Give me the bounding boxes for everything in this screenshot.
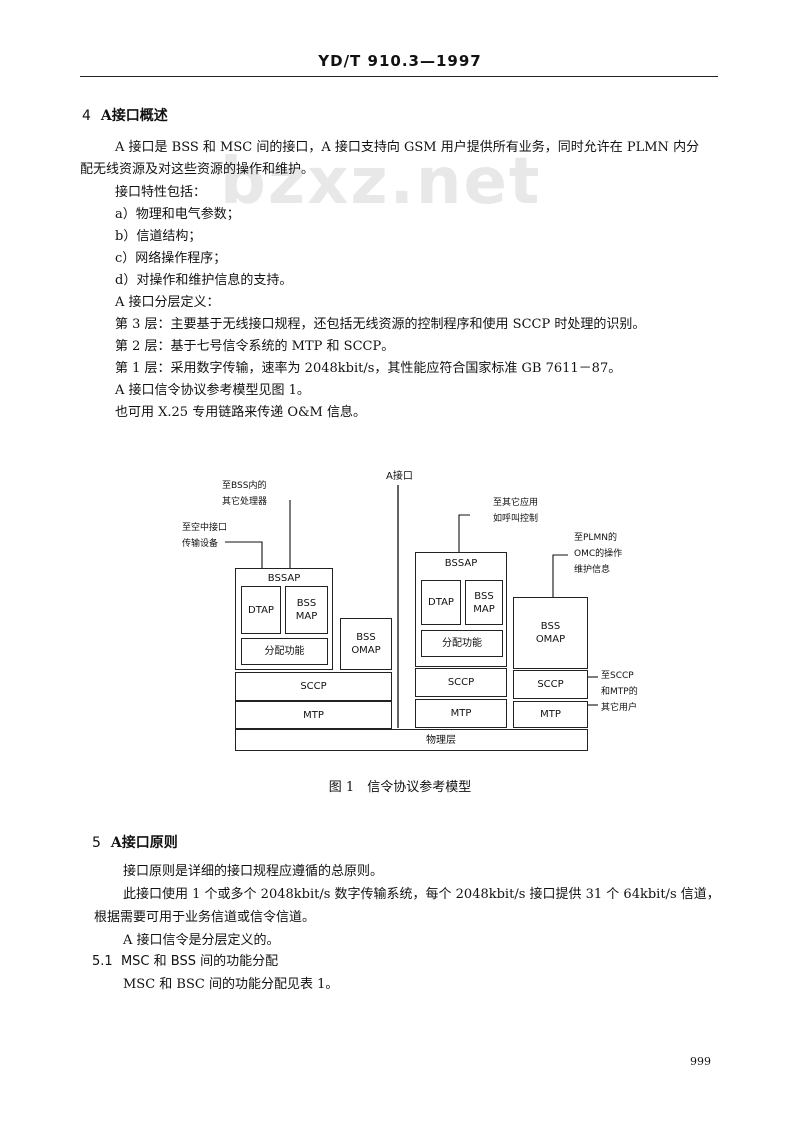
right-note-1: 至其它应用 如呼叫控制 (493, 495, 538, 527)
right-note-3-line3: 其它用户 (601, 703, 638, 713)
subsection-5-1-number: 5.1 (92, 954, 113, 969)
section-5-line: 接口原则是详细的接口规程应遵循的总原则。 (123, 864, 384, 879)
section-5-heading: 5 A接口原则 (92, 832, 178, 852)
right-note-2: 至PLMN的 OMC的操作 维护信息 (574, 530, 622, 578)
physical-layer-box: 物理层 (235, 729, 588, 751)
right-bss-omap-line1: BSS (540, 621, 561, 632)
left-bss-map-box: BSS MAP (285, 586, 328, 634)
section-4-title: A接口概述 (100, 108, 168, 124)
document-code: YD/T 910.3—1997 (318, 52, 482, 70)
section-4-line: 也可用 X.25 专用链路来传递 O&M 信息。 (115, 405, 366, 420)
right-note-2-line2: OMC的操作 (574, 549, 623, 559)
section-5-number: 5 (92, 835, 101, 851)
figure-caption: 图 1 信令协议参考模型 (328, 780, 472, 795)
watermark: bzxz.net (220, 145, 542, 219)
section-4-para1-line1: A 接口是 BSS 和 MSC 间的接口，A 接口支持向 GSM 用户提供所有业… (115, 140, 700, 155)
section-4-line: 第 2 层：基于七号信令系统的 MTP 和 SCCP。 (115, 339, 395, 354)
right-note-3-line2: 和MTP的 (601, 687, 638, 697)
right-bss-omap-box: BSS OMAP (513, 597, 588, 669)
section-4-line: A 接口分层定义： (115, 295, 220, 310)
section-4-line: d）对操作和维护信息的支持。 (115, 273, 293, 288)
a-interface-label: A接口 (386, 471, 413, 482)
right-bss-omap-line2: OMAP (535, 634, 566, 645)
section-5-title: A接口原则 (110, 835, 178, 851)
right-sccp-box-2: SCCP (513, 670, 588, 699)
right-bss-map-line2: MAP (473, 603, 495, 615)
right-note-2-line1: 至PLMN的 (574, 533, 617, 543)
right-dtap-box: DTAP (421, 580, 461, 625)
section-4-line: b）信道结构； (115, 229, 202, 244)
section-4-line: 接口特性包括： (115, 185, 207, 200)
section-4-line: 第 3 层：主要基于无线接口规程，还包括无线资源的控制程序和使用 SCCP 时处… (115, 317, 646, 332)
left-dtap-box: DTAP (241, 586, 281, 634)
right-bssap-label: BSSAP (444, 558, 478, 569)
right-note-1-line2: 如呼叫控制 (493, 514, 539, 524)
left-bss-omap-line2: OMAP (351, 645, 381, 656)
left-mtp-box: MTP (235, 701, 392, 729)
section-4-line: a）物理和电气参数； (115, 207, 240, 222)
left-note-1: 至BSS内的 其它处理器 (222, 478, 267, 510)
right-note-3-line1: 至SCCP (601, 671, 634, 681)
section-5-line: A 接口信令是分层定义的。 (123, 933, 280, 948)
section-4-line: 第 1 层：采用数字传输，速率为 2048kbit/s，其性能应符合国家标准 G… (115, 361, 622, 376)
section-4-line: A 接口信令协议参考模型见图 1。 (115, 383, 310, 398)
right-bss-map-line1: BSS (474, 590, 494, 602)
left-note-2: 至空中接口 传输设备 (182, 520, 227, 552)
left-note-2-line2: 传输设备 (182, 539, 219, 549)
section-4-para1-line2: 配无线资源及对这些资源的操作和维护。 (80, 162, 315, 177)
left-bss-map-line2: MAP (295, 611, 318, 622)
right-bss-map-box: BSS MAP (465, 580, 503, 625)
right-sccp-box-1: SCCP (415, 668, 507, 697)
section-4-number: 4 (82, 108, 91, 124)
subsection-5-1-text: MSC 和 BSC 间的功能分配见表 1。 (123, 977, 339, 992)
right-mtp-box-1: MTP (415, 699, 507, 728)
left-bss-map-line1: BSS (296, 598, 317, 609)
left-note-1-line1: 至BSS内的 (222, 481, 267, 491)
left-note-2-line1: 至空中接口 (182, 523, 228, 533)
left-note-1-line2: 其它处理器 (222, 497, 268, 507)
left-bssap-label: BSSAP (267, 573, 301, 584)
right-note-1-line1: 至其它应用 (493, 498, 539, 508)
header-rule (80, 76, 718, 77)
right-note-2-line3: 维护信息 (574, 565, 611, 575)
section-5-line: 此接口使用 1 个或多个 2048kbit/s 数字传输系统，每个 2048kb… (123, 887, 720, 902)
left-sccp-box: SCCP (235, 672, 392, 701)
left-bss-omap-box: BSS OMAP (340, 618, 392, 670)
section-5-line: 根据需要可用于业务信道或信令信道。 (94, 910, 316, 925)
subsection-5-1-title: MSC 和 BSS 间的功能分配 (120, 954, 279, 969)
subsection-5-1-heading: 5.1 MSC 和 BSS 间的功能分配 (92, 952, 278, 971)
section-4-heading: 4 A接口概述 (82, 105, 168, 125)
right-distribution-box: 分配功能 (421, 630, 503, 657)
left-bss-omap-line1: BSS (356, 632, 376, 643)
page-number: 999 (690, 1055, 711, 1068)
right-mtp-box-2: MTP (513, 701, 588, 728)
section-4-line: c）网络操作程序； (115, 251, 227, 266)
right-note-3: 至SCCP 和MTP的 其它用户 (601, 668, 638, 716)
left-distribution-box: 分配功能 (241, 638, 328, 665)
